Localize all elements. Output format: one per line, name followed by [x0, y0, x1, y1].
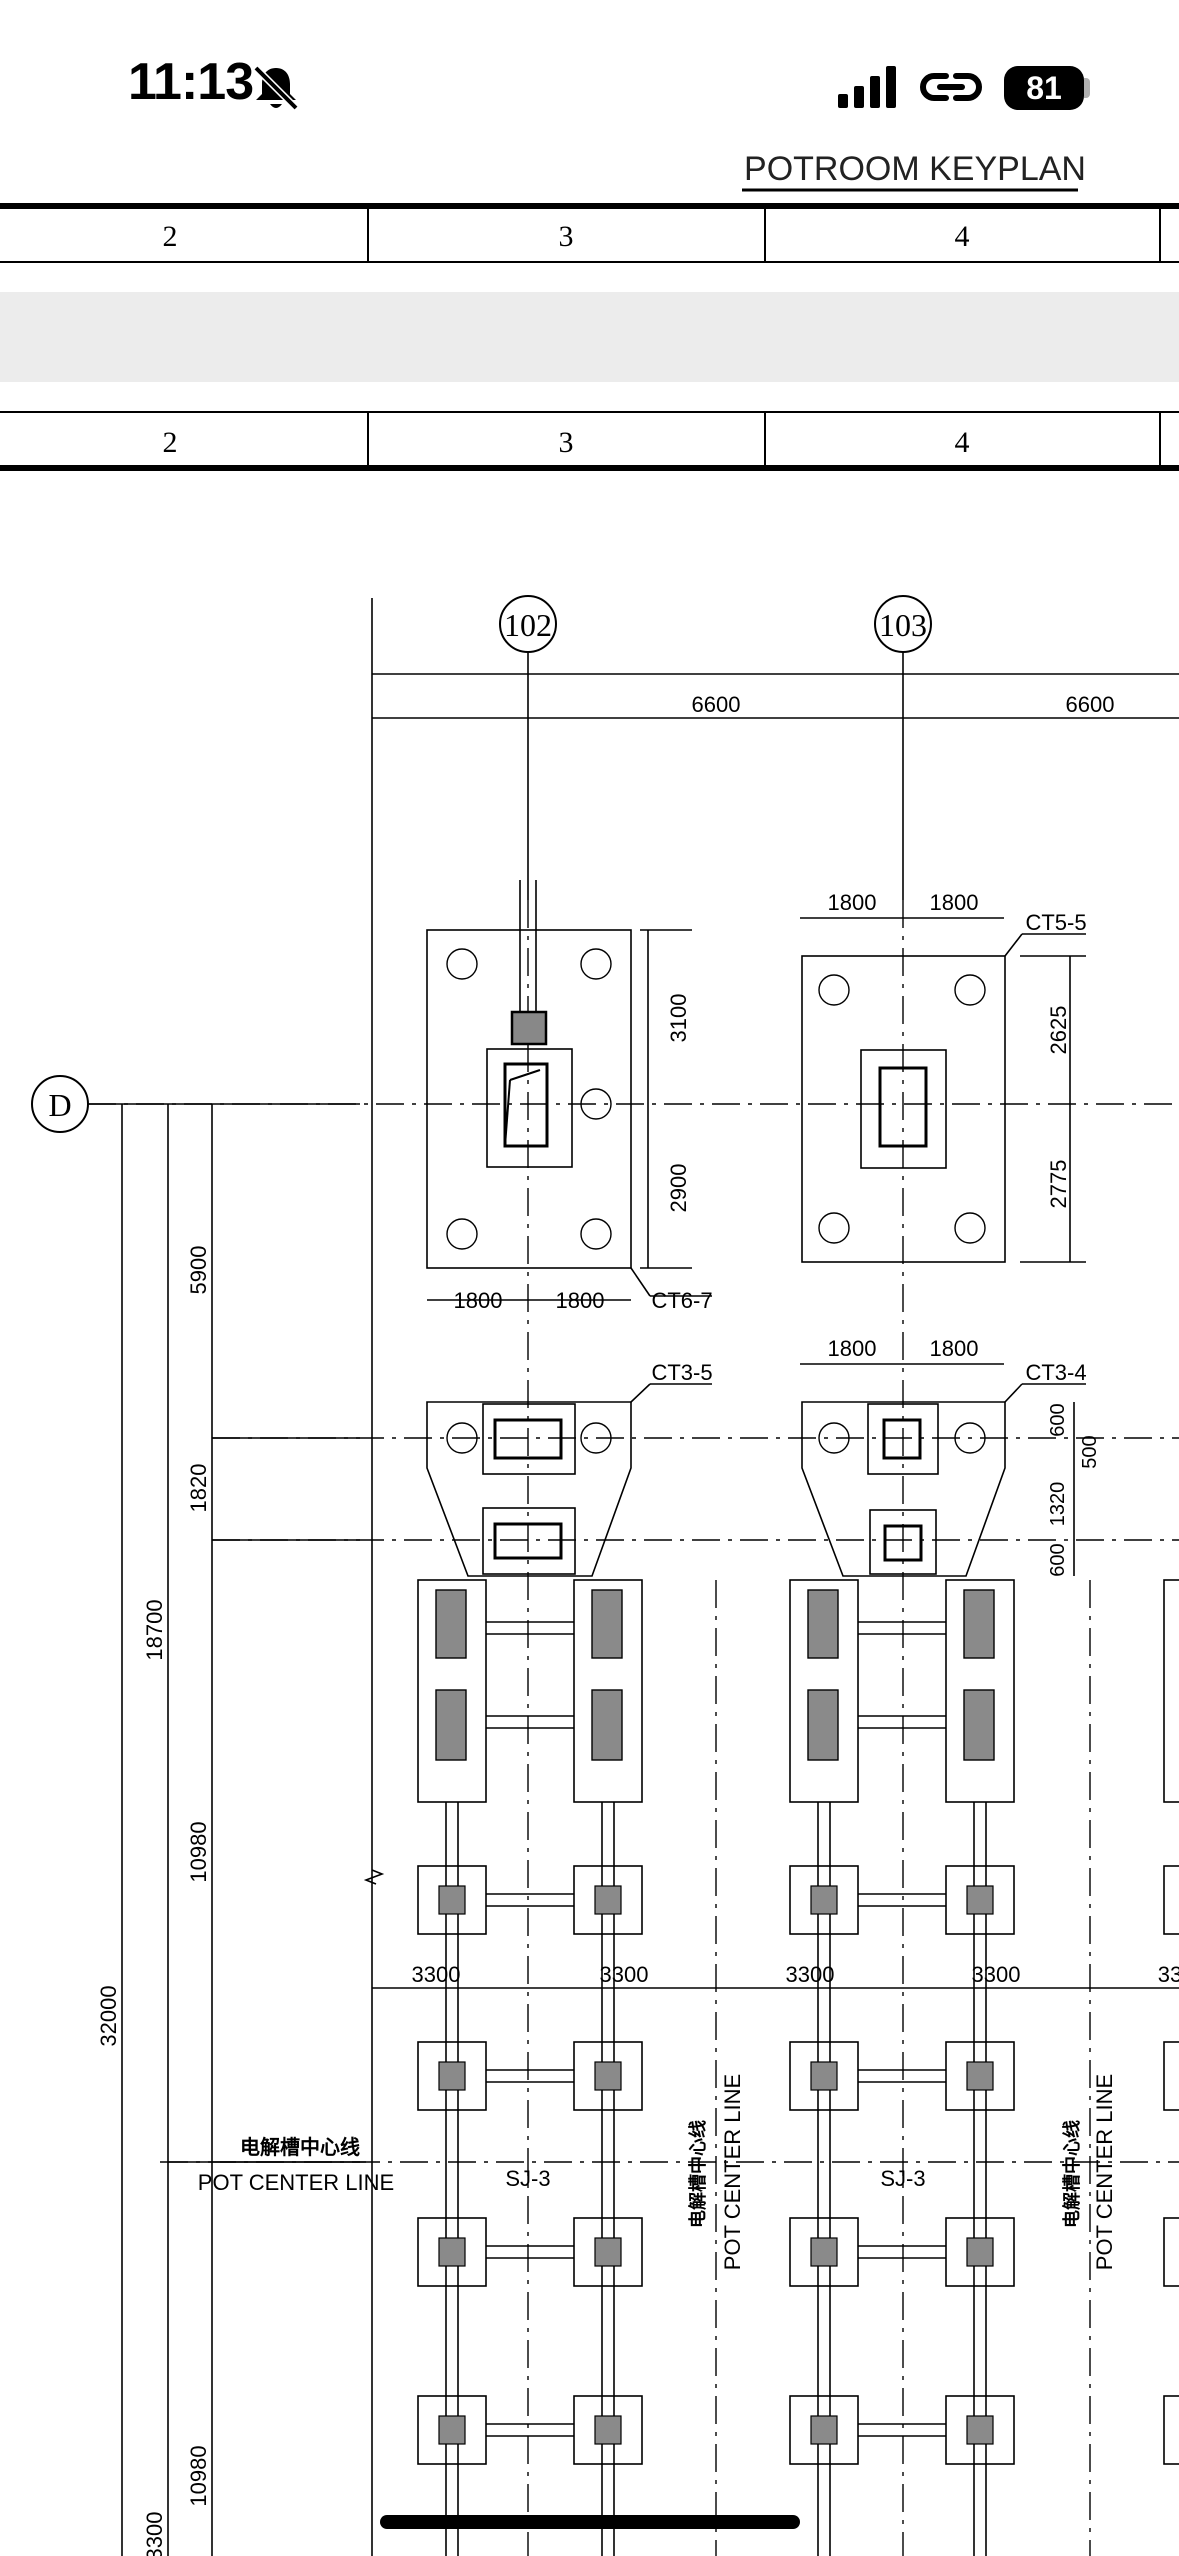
dim-left-10980-a: 10980 — [186, 1821, 211, 1882]
table-top-cell-4: 4 — [955, 220, 970, 253]
dim-span-3300-e: 33 — [1158, 1962, 1179, 1987]
label-ct3-5: CT3-5 — [651, 1360, 712, 1385]
dim-span-3300-b: 3300 — [600, 1962, 649, 1987]
label-ct6-7: CT6-7 — [651, 1288, 712, 1313]
dim-span-3300-d: 3300 — [972, 1962, 1021, 1987]
dim-ct6-3100: 3100 — [666, 994, 691, 1043]
dim-left-10980-b: 10980 — [186, 2445, 211, 2506]
label-ct5-5: CT5-5 — [1025, 910, 1086, 935]
dim-ct34-1320: 1320 — [1047, 1482, 1069, 1527]
grid-bubble-103: 103 — [879, 607, 927, 643]
label-pot-center-cn: 电解槽中心线 — [240, 2135, 360, 2159]
dim-left-5900: 5900 — [186, 1246, 211, 1295]
table-bottom-cell-2: 2 — [163, 426, 178, 459]
status-bar: 11:13 81 — [0, 0, 1179, 150]
link-icon — [920, 73, 982, 101]
table-bottom-cell-3: 3 — [559, 426, 574, 459]
battery-indicator: 81 — [1004, 66, 1084, 110]
label-sj3-a: SJ-3 — [505, 2166, 550, 2191]
dim-ct34-600-b: 600 — [1047, 1543, 1069, 1576]
dim-ct5-2625: 2625 — [1046, 1006, 1071, 1055]
dim-ct34-600-a: 600 — [1047, 1403, 1069, 1436]
dim-ct5-1800-l: 1800 — [828, 890, 877, 915]
label-ct3-4: CT3-4 — [1025, 1360, 1086, 1385]
dim-span-3300-a: 3300 — [412, 1962, 461, 1987]
table-top-cell-2: 2 — [163, 220, 178, 253]
label-pot-center-en-v1: POT CENTER LINE — [720, 2074, 745, 2270]
dim-left-18700: 18700 — [142, 1599, 167, 1660]
dim-left-32000: 32000 — [96, 1985, 121, 2046]
table-bottom-cell-4: 4 — [955, 426, 970, 459]
keyplan-title: POTROOM KEYPLAN — [744, 150, 1086, 188]
table-top-cell-3: 3 — [559, 220, 574, 253]
dim-left-3300: 3300 — [142, 2512, 167, 2556]
dim-left-1820: 1820 — [186, 1464, 211, 1513]
bell-slash-icon — [253, 65, 299, 111]
dim-ct34-1800-r: 1800 — [930, 1336, 979, 1361]
dim-ct34-1800-l: 1800 — [828, 1336, 877, 1361]
grid-bubble-102: 102 — [504, 607, 552, 643]
label-pot-center-en: POT CENTER LINE — [198, 2170, 394, 2195]
dim-ct5-2775: 2775 — [1046, 1160, 1071, 1209]
grid-bubble-d: D — [48, 1087, 71, 1123]
dim-ct34-500: 500 — [1079, 1435, 1101, 1468]
dim-ct6-2900: 2900 — [666, 1164, 691, 1213]
dim-ct5-1800-r: 1800 — [930, 890, 979, 915]
label-pot-center-en-v2: POT CENTER LINE — [1092, 2074, 1117, 2270]
status-time: 11:13 — [128, 53, 254, 111]
cellular-signal-icon — [838, 66, 896, 108]
label-pot-center-cn-v1: 电解槽中心线 — [687, 2120, 708, 2228]
battery-cap-icon — [1084, 78, 1090, 98]
home-indicator[interactable] — [380, 2515, 800, 2529]
dim-span-3300-c: 3300 — [786, 1962, 835, 1987]
dim-top-6600-a: 6600 — [692, 692, 741, 717]
label-sj3-b: SJ-3 — [880, 2166, 925, 2191]
dim-top-6600-b: 6600 — [1066, 692, 1115, 717]
label-pot-center-cn-v2: 电解槽中心线 — [1061, 2120, 1082, 2228]
gray-band — [0, 292, 1179, 382]
